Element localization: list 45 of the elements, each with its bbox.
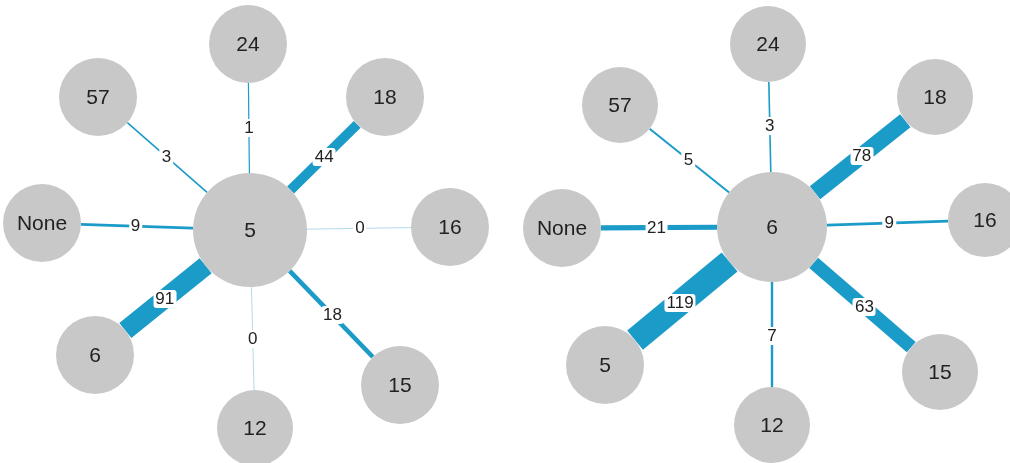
edge-label: 5 <box>681 150 696 169</box>
edge-label: 18 <box>321 306 344 325</box>
weighted-edge <box>809 114 911 200</box>
graph-node: None <box>523 189 601 267</box>
graph-node: 24 <box>730 6 806 82</box>
graph-node: 6 <box>717 172 827 282</box>
weighted-edge <box>601 224 717 231</box>
edge-label: 44 <box>312 147 336 166</box>
graph-node: 15 <box>902 334 978 410</box>
edge-label: 0 <box>246 329 260 348</box>
graph-node: None <box>3 184 81 262</box>
graph-node: 18 <box>346 58 424 136</box>
weighted-edge <box>287 120 361 194</box>
edge-label: 3 <box>159 147 174 166</box>
graph-node: 12 <box>217 390 293 463</box>
edge-label: 119 <box>664 293 696 312</box>
graph-node: 16 <box>411 188 489 266</box>
weighted-edge <box>627 252 738 350</box>
weighted-edge <box>288 269 375 359</box>
graph-node: 12 <box>734 387 810 463</box>
edge-label: 91 <box>153 289 177 308</box>
graph-node: 18 <box>897 59 973 135</box>
weighted-edge <box>306 227 412 230</box>
edge-label: 1 <box>242 118 256 137</box>
graph-node: 57 <box>59 58 137 136</box>
edge-label: 7 <box>765 326 779 345</box>
weighted-edge <box>648 127 731 194</box>
weighted-edge <box>768 81 772 173</box>
graph-node: 57 <box>582 67 658 143</box>
weighted-edge <box>126 121 208 194</box>
graph-node: 16 <box>948 183 1010 257</box>
edge-label: 78 <box>850 146 874 165</box>
graph-node: 15 <box>361 346 439 424</box>
weighted-edge <box>809 257 916 353</box>
weighted-edge <box>826 219 949 227</box>
graph-node: 5 <box>566 326 644 404</box>
edge-label: 3 <box>763 117 777 136</box>
weighted-edge <box>770 282 774 387</box>
weighted-edge <box>250 286 255 391</box>
weighted-edge <box>80 222 194 230</box>
graph-node: 6 <box>56 316 134 394</box>
graph-node: 24 <box>209 5 287 83</box>
weighted-edge <box>119 258 212 338</box>
edge-label: 63 <box>852 297 876 316</box>
graph-node: 5 <box>193 173 307 287</box>
